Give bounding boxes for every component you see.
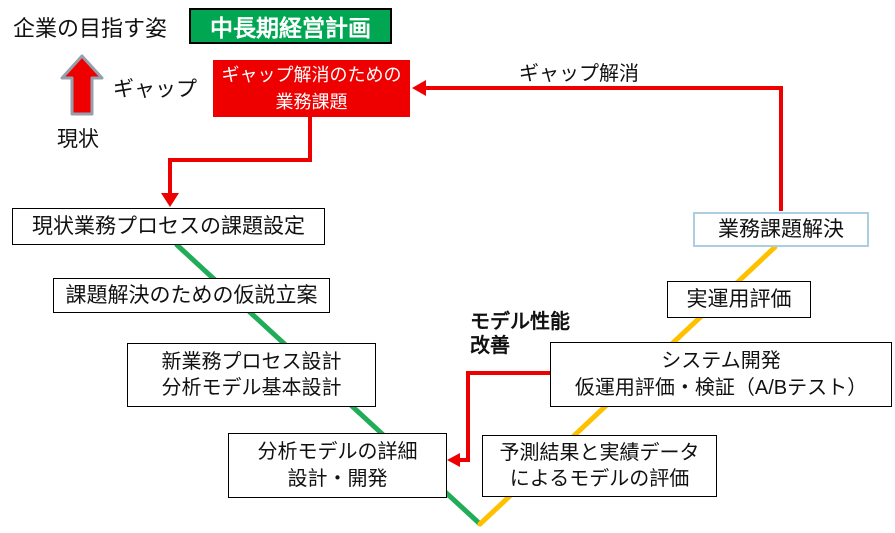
red-arrowhead-left-icon [412, 80, 426, 96]
gap-up-arrow-icon [60, 54, 104, 116]
model-improvement-label: モデル性能 改善 [470, 310, 570, 358]
red-arrowhead-feedback-icon [447, 453, 460, 467]
process-box-task-solved-label: 業務課題解決 [718, 217, 844, 241]
process-box-task-solved: 業務課題解決 [693, 212, 869, 247]
process-box-current-issues-label: 現状業務プロセスの課題設定 [32, 214, 305, 238]
red-arrowhead-down-icon [161, 193, 179, 207]
process-box-new-process-design-line2: 分析モデル基本設計 [161, 377, 342, 399]
process-box-system-dev-line2: 仮運用評価・検証（A/Bテスト） [574, 376, 868, 399]
gap-task-line1: ギャップ解消のための [221, 65, 402, 86]
process-box-model-evaluation: 予測結果と実績データ によるモデルの評価 [482, 435, 717, 497]
process-box-production-eval-label: 実運用評価 [686, 287, 792, 311]
midterm-plan-box: 中長期経営計画 [189, 8, 392, 44]
model-improvement-line2: 改善 [470, 335, 510, 357]
process-box-new-process-design-line1: 新業務プロセス設計 [161, 350, 342, 373]
gap-task-line2: 業務課題 [275, 91, 348, 112]
process-box-system-dev: システム開発 仮運用評価・検証（A/Bテスト） [550, 342, 892, 407]
midterm-plan-label: 中長期経営計画 [210, 15, 371, 41]
process-box-hypothesis: 課題解決のための仮説立案 [53, 278, 330, 313]
current-state-label: 現状 [57, 128, 99, 151]
red-arrow-feedback-line [460, 371, 550, 462]
gap-resolution-label: ギャップ解消 [519, 63, 639, 85]
process-box-hypothesis-label: 課題解決のための仮説立案 [65, 283, 318, 307]
red-arrow-task-to-process-line [168, 117, 312, 194]
process-box-system-dev-line1: システム開発 [661, 350, 781, 373]
gap-label: ギャップ [113, 78, 197, 101]
process-box-new-process-design: 新業務プロセス設計 分析モデル基本設計 [127, 343, 376, 407]
process-box-model-evaluation-line1: 予測結果と実績データ [499, 441, 700, 464]
process-box-detailed-model-line1: 分析モデルの詳細 [257, 441, 418, 464]
red-arrow-solved-to-task-line [426, 86, 783, 211]
process-box-model-evaluation-line2: によるモデルの評価 [509, 468, 690, 490]
company-goal-label: 企業の目指す姿 [13, 16, 168, 41]
process-box-current-issues: 現状業務プロセスの課題設定 [12, 208, 325, 245]
process-box-detailed-model-line2: 設計・開発 [287, 467, 388, 490]
gap-task-box: ギャップ解消のための 業務課題 [213, 60, 410, 117]
model-improvement-line1: モデル性能 [470, 311, 570, 333]
process-box-detailed-model: 分析モデルの詳細 設計・開発 [228, 433, 447, 498]
process-box-production-eval: 実運用評価 [667, 281, 811, 318]
